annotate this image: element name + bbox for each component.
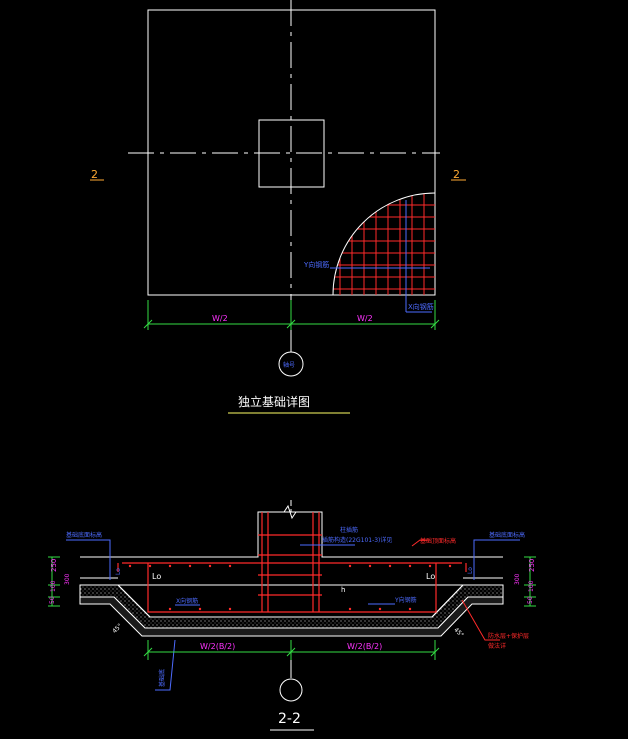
section-rebar bbox=[117, 512, 467, 613]
angle-right: 45° bbox=[452, 626, 464, 638]
layer-100-right: 100 bbox=[528, 580, 535, 592]
section-y-rebar: Y向钢筋 bbox=[394, 596, 417, 604]
section-view: 基础底面标高 基础底面标高 柱插筋 插筋构造(22G101-3)详见 基础顶面标… bbox=[48, 500, 536, 731]
right-red-note-2: 做法详 bbox=[488, 642, 506, 650]
layer-50-left: 50 bbox=[49, 596, 56, 604]
basin-inner-line bbox=[117, 584, 464, 618]
axis-bubble bbox=[278, 351, 304, 377]
section-x-rebar: X向钢筋 bbox=[176, 597, 198, 605]
section-dim-left: W/2(B/2) bbox=[200, 642, 235, 651]
gravel-cushion bbox=[79, 584, 504, 629]
section-left-note: 基础底面标高 bbox=[66, 531, 102, 539]
layer-300-left: 300 bbox=[64, 573, 71, 585]
layer-50-right: 50 bbox=[527, 596, 534, 604]
layer-100-left: 100 bbox=[50, 580, 57, 592]
section-right-note: 基础底面标高 bbox=[489, 531, 525, 539]
layer-300-right: 300 bbox=[514, 573, 521, 585]
section-title: 2-2 bbox=[278, 711, 301, 727]
red-callout: 基础顶面标高 bbox=[420, 537, 456, 545]
rebar-grid bbox=[333, 193, 435, 295]
bottom-note: 基础底 bbox=[158, 669, 166, 687]
lo-4: Lo bbox=[467, 567, 474, 574]
plan-dim-right: W/2 bbox=[357, 314, 373, 323]
axis-label: 轴号 bbox=[283, 361, 295, 369]
section-axis-bubble bbox=[279, 678, 303, 702]
lo-2: Lo bbox=[426, 572, 435, 581]
plan-dim-left: W/2 bbox=[212, 314, 228, 323]
column-note-2: 插筋构造(22G101-3)详见 bbox=[322, 536, 392, 544]
plan-title: 独立基础详图 bbox=[238, 394, 310, 409]
plan-view: Y向钢筋 X向钢筋 2 2 W/2 W/2 轴号 独立基础详图 bbox=[90, 0, 466, 414]
layer-250-left: 250 bbox=[50, 559, 58, 572]
layer-250-right: 250 bbox=[528, 559, 536, 572]
rebar-boundary-arc bbox=[332, 192, 436, 296]
right-red-note-1: 防水层+保护层 bbox=[488, 632, 529, 640]
section-mark-left: 2 bbox=[91, 168, 98, 181]
y-rebar-label: Y向钢筋 bbox=[303, 260, 329, 269]
column-note-1: 柱插筋 bbox=[340, 526, 358, 534]
concrete-bed bbox=[79, 596, 504, 637]
lo-3: Lo bbox=[115, 568, 122, 575]
h-mark: h bbox=[341, 586, 345, 594]
section-dim-right: W/2(B/2) bbox=[347, 642, 382, 651]
section-mark-right: 2 bbox=[453, 168, 460, 181]
plan-dimension bbox=[143, 300, 440, 330]
angle-left: 45° bbox=[111, 622, 123, 634]
x-rebar-label: X向钢筋 bbox=[408, 302, 434, 311]
lo-1: Lo bbox=[152, 572, 161, 581]
section-dimension bbox=[143, 640, 440, 660]
